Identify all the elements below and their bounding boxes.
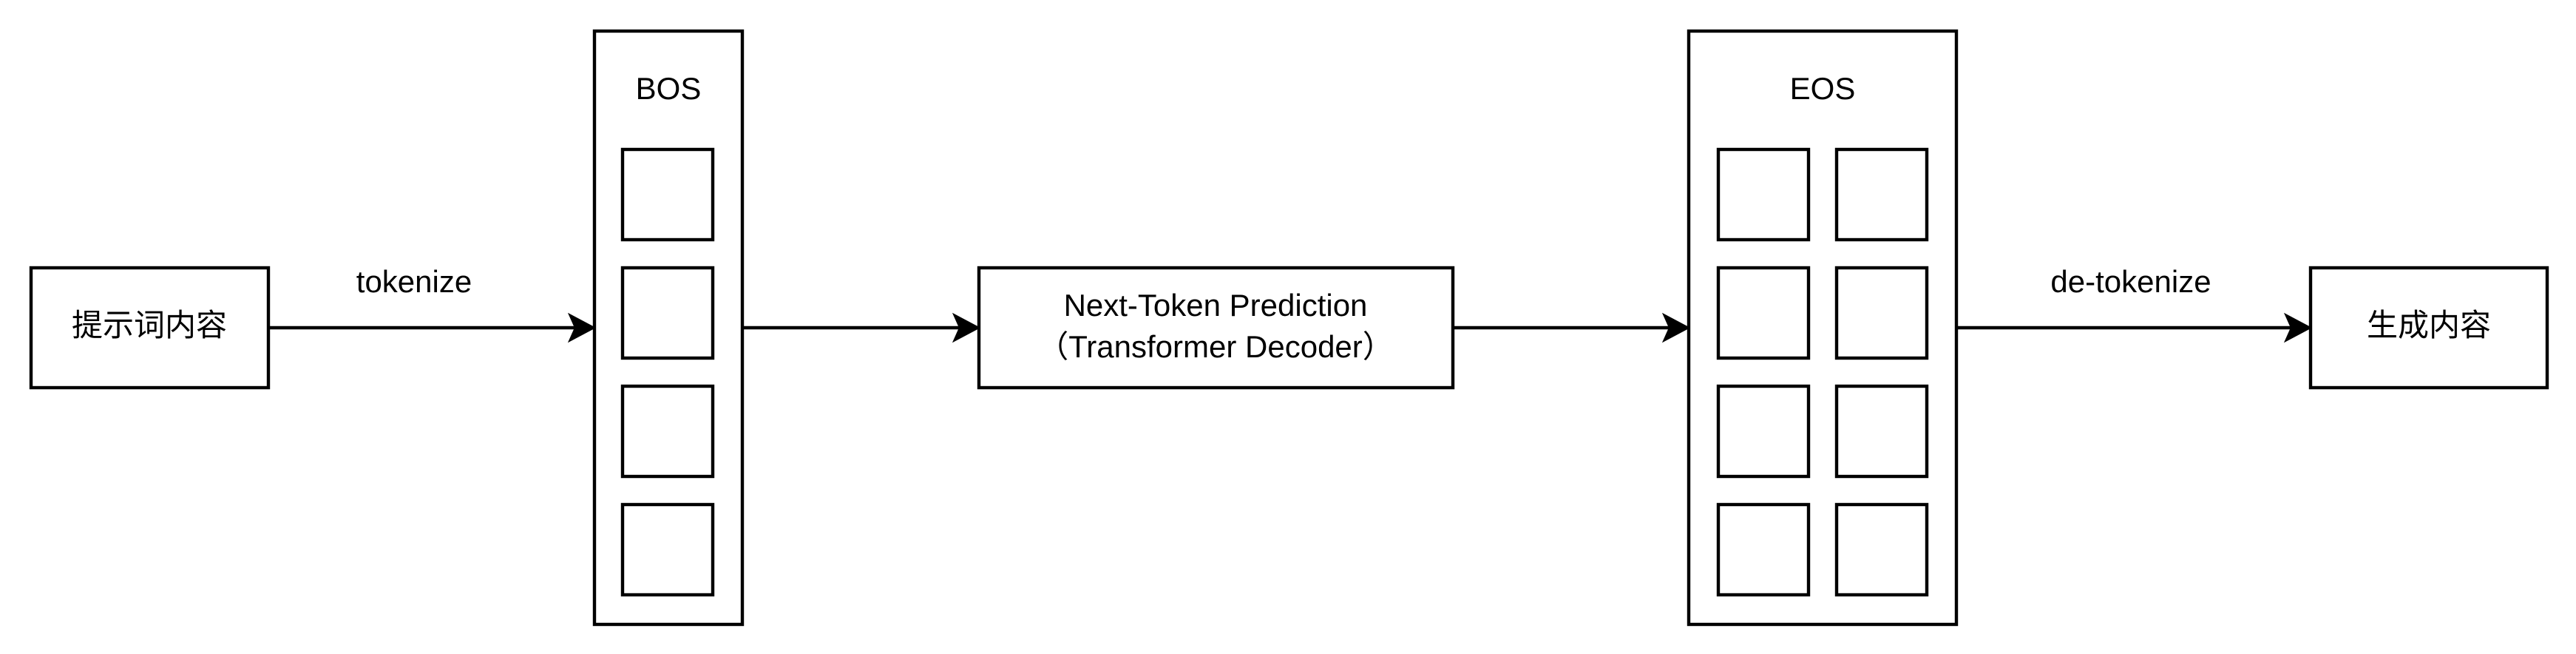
eos-label: EOS <box>1790 71 1856 106</box>
output-token-6 <box>1834 384 1929 479</box>
bos-column: BOS <box>592 29 745 627</box>
detokenize-edge: de-tokenize <box>1956 264 2313 343</box>
arrow-right-icon <box>952 312 981 343</box>
output-token-1 <box>1716 147 1811 242</box>
input-token-3 <box>620 384 715 479</box>
output-token-3 <box>1716 266 1811 360</box>
model-to-eos-edge <box>1453 312 1691 343</box>
output-token-8 <box>1834 502 1929 597</box>
model-title: Next-Token Prediction <box>1064 288 1368 323</box>
tokenize-edge: tokenize <box>268 264 597 343</box>
output-token-5 <box>1716 384 1811 479</box>
model-subtitle: （Transformer Decoder） <box>1037 329 1394 364</box>
output-label: 生成内容 <box>2367 308 2491 343</box>
output-token-2 <box>1834 147 1929 242</box>
eos-column: EOS <box>1687 29 1959 627</box>
arrow-right-icon <box>567 312 597 343</box>
bos-label: BOS <box>636 71 702 106</box>
output-token-4 <box>1834 266 1929 360</box>
output-node: 生成内容 <box>2308 266 2549 390</box>
prompt-node: 提示词内容 <box>29 266 271 390</box>
input-token-4 <box>620 502 715 597</box>
input-token-2 <box>620 266 715 360</box>
detokenize-label: de-tokenize <box>2050 264 2211 299</box>
prompt-label: 提示词内容 <box>72 308 227 343</box>
bos-to-model-edge <box>742 312 981 343</box>
arrow-right-icon <box>1661 312 1691 343</box>
model-node: Next-Token Prediction （Transformer Decod… <box>977 266 1455 390</box>
output-token-7 <box>1716 502 1811 597</box>
tokenize-label: tokenize <box>356 264 472 299</box>
arrow-right-icon <box>2283 312 2313 343</box>
input-token-1 <box>620 147 715 242</box>
